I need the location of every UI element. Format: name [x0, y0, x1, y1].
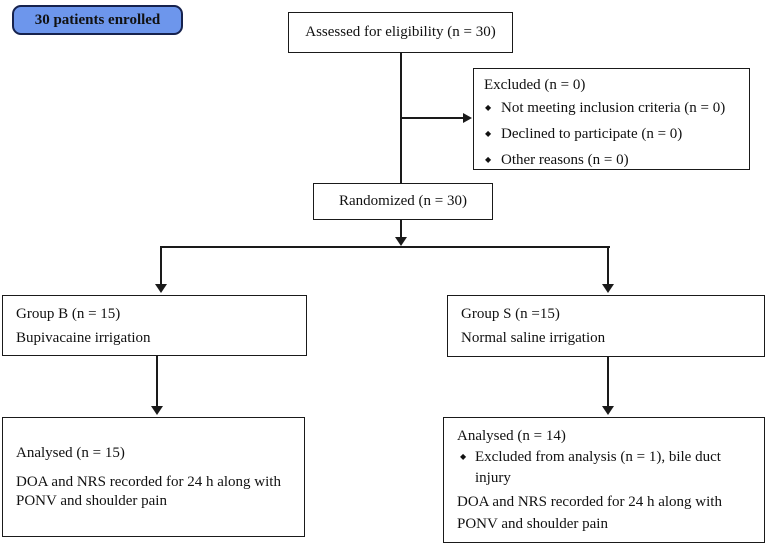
analysed-b-title: Analysed (n = 15): [16, 445, 125, 461]
randomized-text: Randomized (n = 30): [338, 193, 467, 209]
assessed-text: Assessed for eligibility (n = 30): [305, 24, 496, 40]
excluded-item: Not meeting inclusion criteria (n = 0): [482, 96, 747, 122]
excluded-item: Declined to participate (n = 0): [482, 122, 747, 148]
group-b-subtitle: Bupivacaine irrigation: [16, 330, 151, 346]
connector-split-to-group-b: [160, 248, 162, 284]
enrolled-badge-label: 30 patients enrolled: [34, 11, 161, 28]
excluded-box: Excluded (n = 0) Not meeting inclusion c…: [473, 68, 750, 170]
analysed-s-exclusion-text: Excluded from analysis (n = 1), bile duc…: [475, 449, 721, 486]
split-horizontal-line: [160, 246, 610, 248]
arrowhead-into-group-s: [602, 284, 614, 293]
diamond-bullet-icon: [482, 122, 501, 148]
arrowhead-into-excluded: [463, 113, 472, 123]
analysed-b-box: Analysed (n = 15) DOA and NRS recorded f…: [2, 417, 305, 537]
group-s-subtitle: Normal saline irrigation: [461, 330, 606, 346]
connector-randomized-to-split: [400, 220, 402, 237]
diamond-bullet-icon: [457, 447, 475, 469]
group-s-box: Group S (n =15) Normal saline irrigation: [447, 295, 765, 357]
arrowhead-into-analysed-b: [151, 406, 163, 415]
arrowhead-into-group-b: [155, 284, 167, 293]
arrowhead-into-analysed-s: [602, 406, 614, 415]
analysed-s-body: DOA and NRS recorded for 24 h along with…: [457, 494, 722, 532]
analysed-s-exclusion: Excluded from analysis (n = 1), bile duc…: [457, 447, 758, 489]
diamond-bullet-icon: [482, 148, 501, 174]
connector-group-s-to-analysed: [607, 357, 609, 406]
excluded-item-text: Other reasons (n = 0): [501, 152, 629, 168]
connector-branch-to-excluded: [401, 117, 463, 119]
enrolled-badge: 30 patients enrolled: [12, 5, 183, 35]
assessed-box: Assessed for eligibility (n = 30): [288, 12, 513, 53]
excluded-item-text: Not meeting inclusion criteria (n = 0): [501, 100, 726, 116]
group-s-title: Group S (n =15): [461, 306, 560, 322]
excluded-item-text: Declined to participate (n = 0): [501, 126, 683, 142]
analysed-s-box: Analysed (n = 14) Excluded from analysis…: [443, 417, 765, 543]
excluded-title: Excluded (n = 0): [484, 77, 586, 93]
diamond-bullet-icon: [482, 96, 501, 122]
connector-group-b-to-analysed: [156, 356, 158, 406]
arrowhead-at-split: [395, 237, 407, 246]
excluded-item: Other reasons (n = 0): [482, 148, 747, 174]
randomized-box: Randomized (n = 30): [313, 183, 493, 220]
connector-split-to-group-s: [607, 248, 609, 284]
group-b-title: Group B (n = 15): [16, 306, 121, 322]
analysed-b-body: DOA and NRS recorded for 24 h along with…: [16, 474, 281, 509]
group-b-box: Group B (n = 15) Bupivacaine irrigation: [2, 295, 307, 356]
analysed-s-title: Analysed (n = 14): [457, 428, 566, 444]
